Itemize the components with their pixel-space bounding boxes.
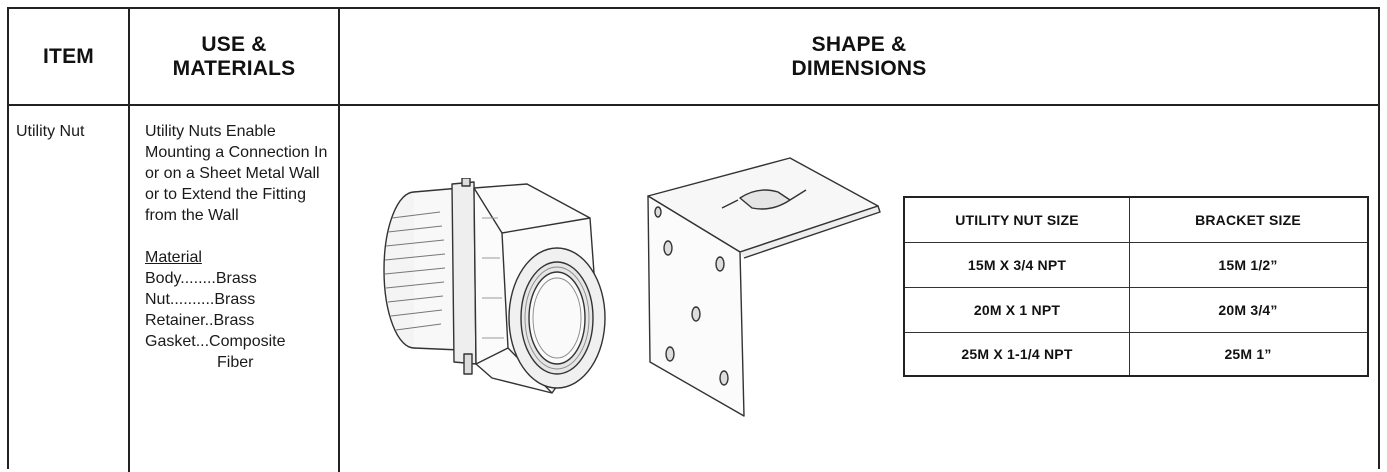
size-table-col-divider xyxy=(1129,198,1130,375)
header-shape-line1: SHAPE & xyxy=(811,32,907,56)
size-table: UTILITY NUT SIZE BRACKET SIZE 15M X 3/4 … xyxy=(903,196,1369,377)
material-line: Nut..........Brass xyxy=(145,291,256,308)
col-divider-2 xyxy=(338,7,340,472)
material-line: Retainer..Brass xyxy=(145,312,255,329)
nut-size-cell: 20M X 1 NPT xyxy=(973,302,1061,318)
header-divider xyxy=(7,104,1380,106)
table-frame xyxy=(7,7,1380,469)
header-shape-line2: DIMENSIONS xyxy=(791,56,927,80)
use-materials-cell: Utility Nuts Enable Mounting a Connectio… xyxy=(145,121,333,373)
size-table-header-row: UTILITY NUT SIZE BRACKET SIZE xyxy=(905,198,1367,242)
table-row: 25M X 1-1/4 NPT 25M 1” xyxy=(905,333,1367,375)
bracket-size-cell: 20M 3/4” xyxy=(1218,302,1278,318)
bracket-size-cell: 25M 1” xyxy=(1224,346,1272,362)
header-use-line1: USE & xyxy=(201,32,267,56)
bracket-illustration xyxy=(647,157,881,417)
table-row: 15M X 3/4 NPT 15M 1/2” xyxy=(905,243,1367,287)
use-description: Utility Nuts Enable Mounting a Connectio… xyxy=(145,123,328,224)
item-name: Utility Nut xyxy=(16,123,85,140)
material-title: Material xyxy=(145,249,202,266)
header-shape-dimensions: SHAPE & DIMENSIONS xyxy=(340,9,1378,104)
nut-size-cell: 15M X 3/4 NPT xyxy=(967,257,1067,273)
material-line: Body........Brass xyxy=(145,270,257,287)
utility-nut-illustration xyxy=(383,178,606,394)
material-line: Gasket...Composite xyxy=(145,333,286,350)
material-continuation: Fiber xyxy=(217,354,254,371)
header-use-materials: USE & MATERIALS xyxy=(130,9,338,104)
table-row: 20M X 1 NPT 20M 3/4” xyxy=(905,288,1367,332)
size-table-header-nut: UTILITY NUT SIZE xyxy=(955,212,1079,228)
header-use-line2: MATERIALS xyxy=(172,56,296,80)
size-table-header-bracket: BRACKET SIZE xyxy=(1195,212,1301,228)
bracket-size-cell: 15M 1/2” xyxy=(1218,257,1278,273)
nut-size-cell: 25M X 1-1/4 NPT xyxy=(961,346,1073,362)
header-item: ITEM xyxy=(43,44,94,68)
col-divider-1 xyxy=(128,7,130,472)
